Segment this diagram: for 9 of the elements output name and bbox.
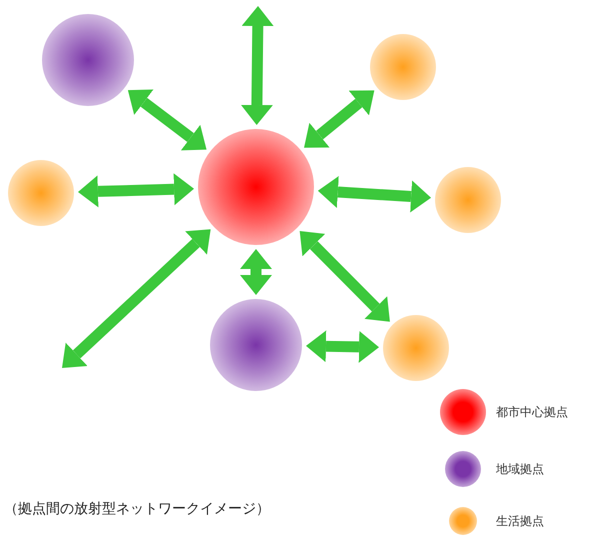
legend-label: 都市中心拠点 xyxy=(496,404,568,421)
double-arrow xyxy=(306,330,380,363)
double-arrow xyxy=(240,249,272,295)
double-arrow xyxy=(78,173,194,208)
double-arrow xyxy=(318,176,432,212)
caption: （拠点間の放射型ネットワークイメージ） xyxy=(4,500,270,518)
legend-label: 地域拠点 xyxy=(496,461,544,478)
legend-label: 生活拠点 xyxy=(496,513,544,530)
double-arrow xyxy=(240,6,274,126)
